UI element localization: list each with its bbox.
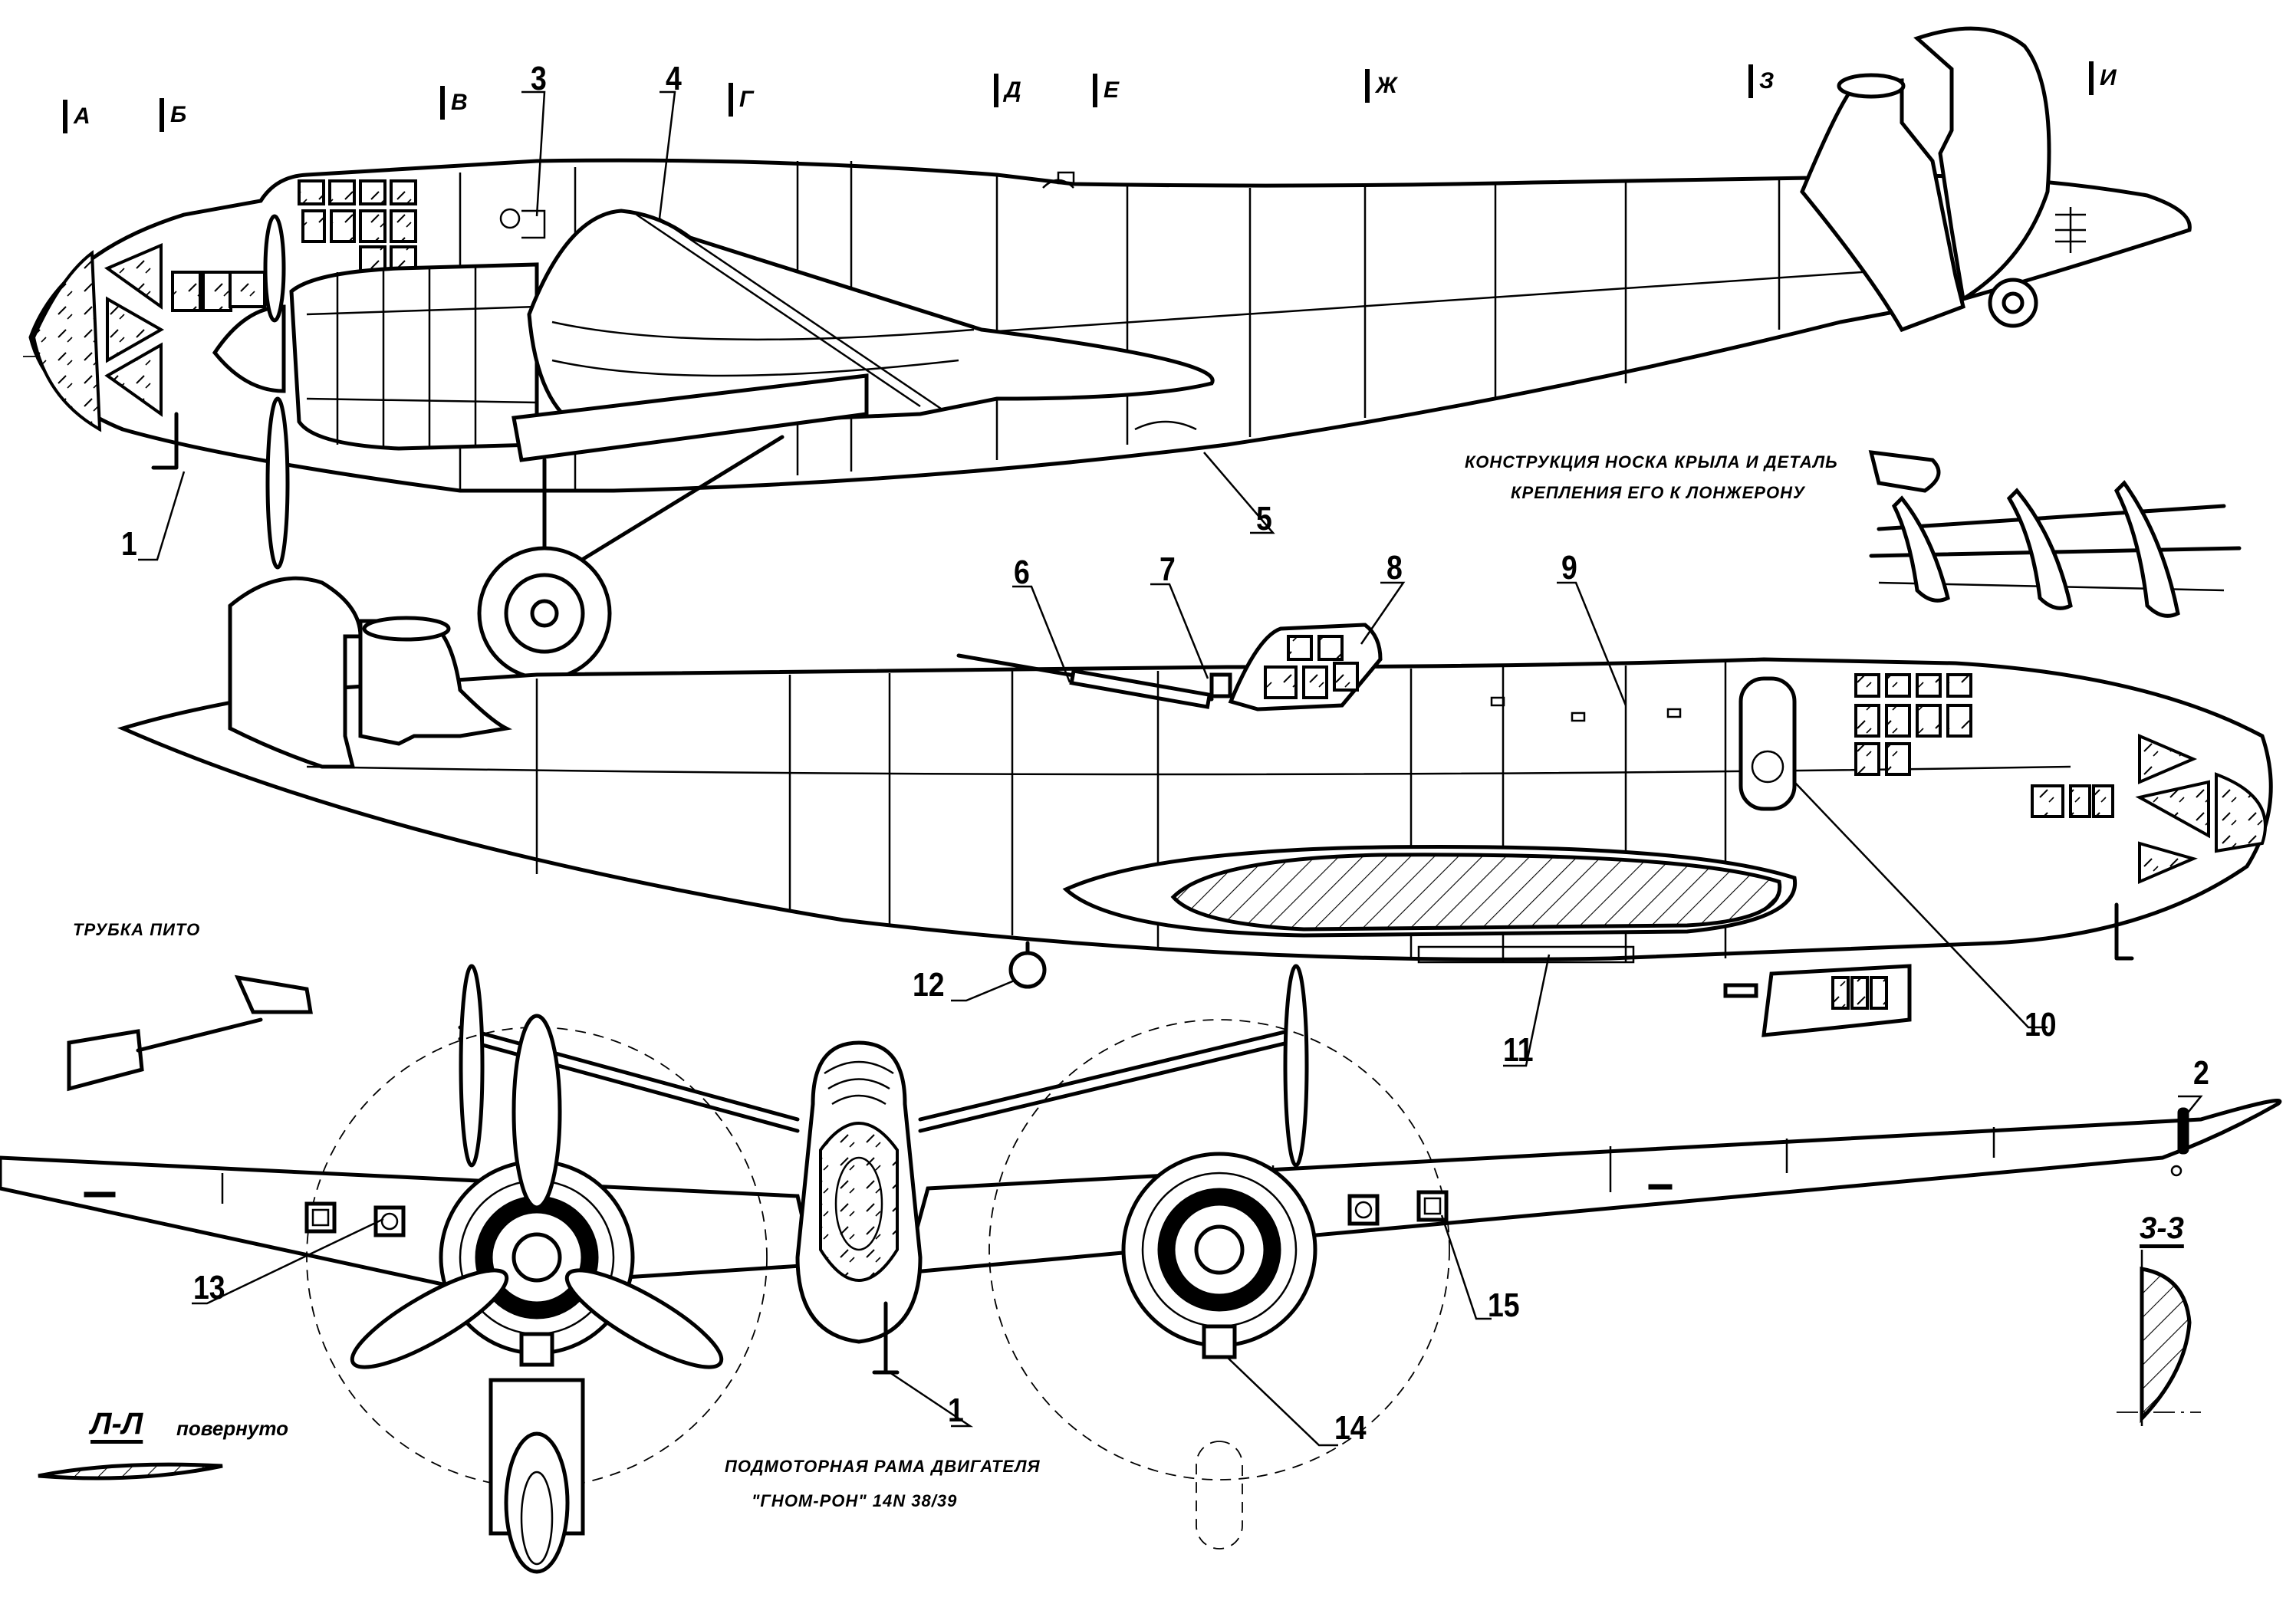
engine-nacelle — [289, 262, 539, 451]
callout-1: 1 — [121, 525, 137, 563]
horizontal-stabilizer — [458, 1025, 800, 1133]
station-label: Г — [729, 83, 753, 117]
nose-glass-panel — [104, 342, 163, 417]
callout-9: 9 — [1561, 549, 1577, 587]
gun-body — [1069, 669, 1212, 709]
station-label: Ж — [1365, 69, 1397, 103]
propeller-blade — [350, 1268, 509, 1369]
leader-lines — [138, 90, 2203, 1447]
wing-nose-detail — [1868, 450, 2242, 618]
station-label: Е — [1093, 74, 1119, 107]
caption-wing-nose-line2: КРЕПЛЕНИЯ ЕГО К ЛОНЖЕРОНУ — [1511, 483, 1805, 502]
propeller-blade — [265, 396, 290, 570]
station-label: З — [1748, 64, 1774, 98]
crew-door — [1738, 676, 1797, 811]
fin-left — [459, 964, 485, 1168]
wing-tip-light — [2177, 1107, 2189, 1155]
front-view — [0, 964, 2282, 1574]
pitot-tube-detail — [67, 974, 313, 1092]
callout-6: 6 — [1014, 554, 1030, 591]
callout-12: 12 — [913, 966, 945, 1004]
callout-11: 11 — [1503, 1031, 1534, 1069]
side-view-left — [22, 26, 2192, 681]
oil-cooler-left — [519, 1332, 554, 1367]
left-spinner — [512, 1232, 562, 1283]
propeller-blade — [512, 1014, 562, 1210]
right-spinner — [1194, 1224, 1245, 1275]
section-ll-label: Л-Л — [90, 1407, 143, 1441]
nose-window — [229, 271, 266, 308]
rudder — [1913, 26, 2051, 303]
callout-13: 13 — [193, 1269, 225, 1306]
oil-cooler-right — [1202, 1324, 1237, 1359]
left-wing — [0, 1155, 816, 1290]
right-wing — [902, 1099, 2282, 1275]
gear-fairing — [512, 373, 869, 462]
section-33-profile — [2117, 1250, 2201, 1426]
nose-glazing — [819, 1122, 899, 1282]
section-33-label: 3-3 — [2140, 1211, 2184, 1245]
vertical-tail — [1800, 78, 1965, 333]
nose-glazing — [31, 250, 102, 432]
callout-3: 3 — [531, 60, 547, 97]
station-label: В — [440, 86, 468, 120]
caption-engine-mount-line1: ПОДМОТОРНАЯ РАМА ДВИГАТЕЛЯ — [725, 1457, 1041, 1476]
wing-fitting — [304, 1201, 337, 1234]
station-label: Б — [160, 98, 186, 132]
tail-fin-cap — [1837, 73, 1906, 99]
caption-engine-mount-line2: "ГНОМ-РОН" 14N 38/39 — [752, 1491, 958, 1510]
nose-window — [202, 271, 232, 312]
callout-4: 4 — [666, 60, 682, 97]
callout-15: 15 — [1488, 1287, 1520, 1324]
nose-window — [171, 271, 202, 312]
cockpit-glazing — [1854, 673, 2267, 885]
retracted-wheel — [1196, 1441, 1243, 1549]
fuel-cap — [499, 208, 521, 229]
ventral-hatch — [1134, 420, 1197, 431]
prop-arc-right — [988, 1019, 1450, 1480]
main-wheel-front — [504, 1431, 570, 1574]
antenna-ring — [1008, 951, 1047, 989]
wing-marker — [84, 1191, 116, 1198]
vent-slot — [1490, 696, 1505, 707]
station-label: А — [63, 100, 90, 133]
callout-1-front: 1 — [948, 1392, 964, 1429]
prop-arc-left — [306, 1027, 768, 1488]
callout-8: 8 — [1386, 549, 1403, 587]
caption-pitot-tube: ТРУБКА ПИТО — [73, 920, 201, 939]
pitot-strut — [151, 412, 179, 470]
callout-2: 2 — [2193, 1054, 2209, 1092]
station-label: И — [2089, 61, 2117, 95]
ventral-gun — [1723, 983, 1758, 998]
nose-glass-panel — [106, 296, 165, 363]
callout-10: 10 — [2025, 1006, 2057, 1043]
propeller-spinner — [212, 304, 286, 393]
propeller-blade — [263, 214, 286, 323]
fin-right — [1283, 964, 1309, 1168]
callout-5: 5 — [1256, 500, 1272, 537]
wing-section-hatch — [1170, 853, 1782, 932]
pitot-strut — [2114, 902, 2134, 961]
section-ll-note: повернуто — [176, 1417, 288, 1440]
gun-mount — [1209, 672, 1232, 698]
side-view-right — [117, 576, 2273, 1037]
callout-14: 14 — [1334, 1409, 1367, 1447]
callout-7: 7 — [1160, 550, 1176, 588]
vertical-tail — [228, 576, 363, 769]
station-label: Д — [994, 74, 1021, 107]
propeller-blade — [564, 1268, 724, 1369]
caption-wing-nose-line1: КОНСТРУКЦИЯ НОСКА КРЫЛА И ДЕТАЛЬ — [1465, 452, 1838, 472]
nose-glass-panel — [104, 242, 163, 310]
section-ll-profile — [38, 1462, 223, 1480]
door-window — [1751, 750, 1784, 784]
